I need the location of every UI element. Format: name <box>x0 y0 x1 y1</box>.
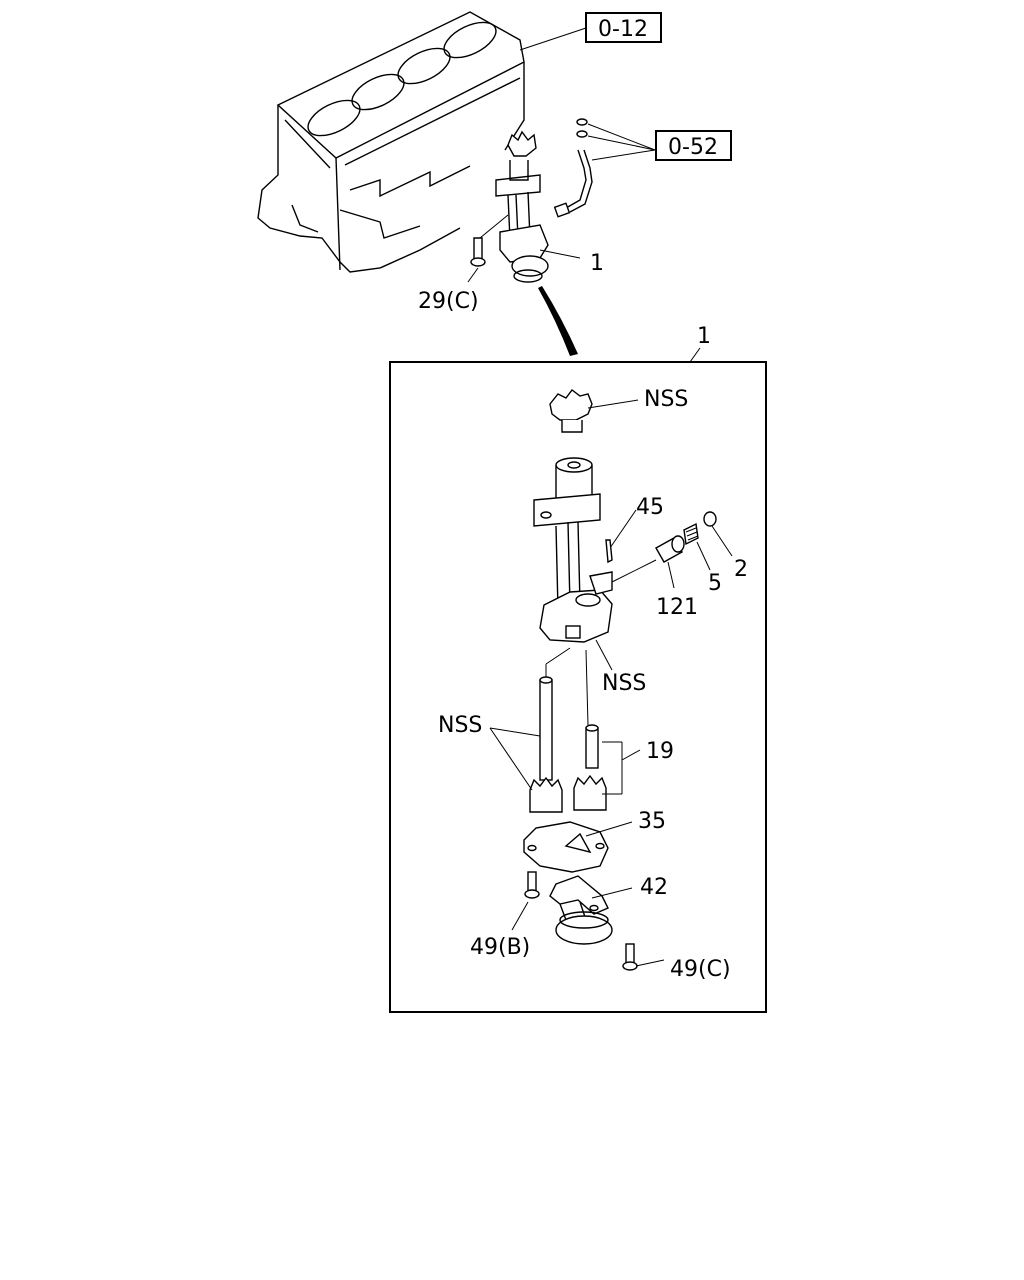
label-bolt-strainer: 49(C) <box>670 957 731 982</box>
label-bolt-top: 29(C) <box>418 289 479 314</box>
ref-label-engine-block: 0-12 <box>598 17 648 42</box>
drive-gear <box>549 389 593 433</box>
oil-pipe <box>553 118 656 218</box>
bolt-cover <box>524 871 540 899</box>
label-nss-shaft-gear: NSS <box>438 713 482 738</box>
bolt-strainer <box>622 943 638 971</box>
label-relief-pin: 45 <box>636 495 664 520</box>
oil-pump-overview <box>467 130 581 283</box>
label-gear-set: 19 <box>646 739 674 764</box>
detail-pointer-arrow <box>538 286 578 356</box>
label-nss-drive-gear: NSS <box>644 387 688 412</box>
label-relief-spring: 5 <box>708 571 722 596</box>
label-relief-plug: 2 <box>734 557 748 582</box>
ref-box-oil-pipe[interactable]: 0-52 <box>655 130 732 161</box>
label-bolt-cover: 49(B) <box>470 935 530 960</box>
pump-body <box>533 457 613 643</box>
detail-box <box>389 361 767 1013</box>
ref-box-engine-block[interactable]: 0-12 <box>585 12 662 43</box>
engine-block <box>257 11 587 273</box>
relief-valve-parts <box>605 509 733 589</box>
label-nss-body: NSS <box>602 671 646 696</box>
label-strainer: 42 <box>640 875 668 900</box>
ref-label-oil-pipe: 0-52 <box>668 135 718 160</box>
label-pump-overview: 1 <box>590 251 604 276</box>
label-relief-valve: 121 <box>656 595 698 620</box>
cover-plate <box>523 821 609 873</box>
label-cover: 35 <box>638 809 666 834</box>
label-detail-box: 1 <box>697 324 711 349</box>
oil-strainer <box>549 875 613 945</box>
gear-shafts <box>529 647 607 813</box>
